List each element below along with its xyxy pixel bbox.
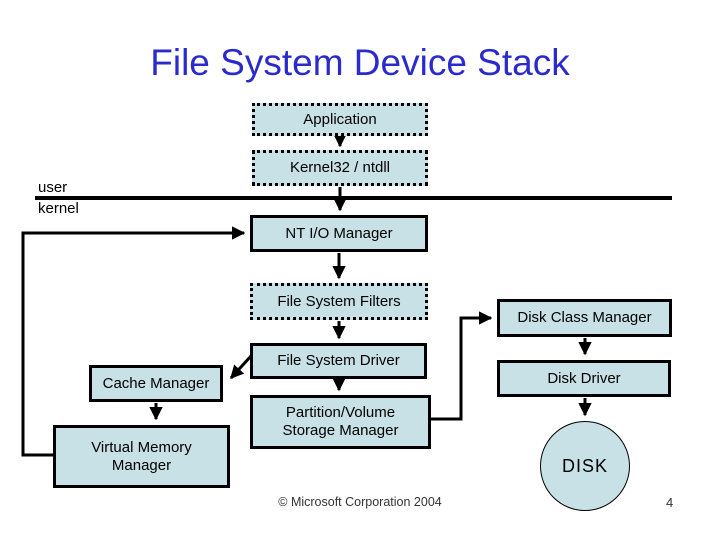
- node-disk-class-manager-label: Disk Class Manager: [517, 309, 652, 326]
- node-disk-class-manager: Disk Class Manager: [497, 299, 672, 337]
- node-file-system-filters: File System Filters: [250, 283, 428, 320]
- node-partition-volume-storage-manager-label: Partition/Volume Storage Manager: [282, 404, 399, 439]
- slide-title: File System Device Stack: [150, 42, 570, 83]
- node-disk: DISK: [540, 421, 630, 511]
- node-kernel32-label: Kernel32 / ntdll: [289, 159, 391, 176]
- node-partition-volume-storage-manager: Partition/Volume Storage Manager: [250, 395, 431, 449]
- node-application: Application: [252, 103, 428, 136]
- node-application-label: Application: [303, 110, 377, 128]
- node-nt-io-manager-label: NT I/O Manager: [285, 224, 393, 242]
- user-space-label: user: [38, 179, 68, 196]
- node-disk-driver-label: Disk Driver: [547, 369, 621, 387]
- node-file-system-filters-label: File System Filters: [277, 292, 401, 310]
- kernel-space-label: kernel: [38, 200, 79, 217]
- node-virtual-memory-manager-label: Virtual Memory Manager: [91, 438, 192, 474]
- node-file-system-driver-label: File System Driver: [277, 352, 400, 369]
- node-file-system-driver: File System Driver: [250, 343, 427, 379]
- page-number: 4: [666, 495, 674, 510]
- node-disk-driver: Disk Driver: [497, 360, 671, 397]
- node-cache-manager-label: Cache Manager: [102, 374, 210, 392]
- copyright-footer: © Microsoft Corporation 2004: [278, 495, 442, 509]
- node-nt-io-manager: NT I/O Manager: [250, 215, 428, 252]
- edge-fsdriver-cachemanager: [229, 354, 253, 380]
- edge-vmm-ntio: [21, 226, 246, 457]
- edge-partition-diskclass: [431, 311, 493, 421]
- node-disk-label: DISK: [561, 455, 608, 476]
- node-virtual-memory-manager: Virtual Memory Manager: [53, 425, 230, 488]
- node-cache-manager: Cache Manager: [89, 365, 223, 402]
- node-kernel32: Kernel32 / ntdll: [252, 150, 428, 186]
